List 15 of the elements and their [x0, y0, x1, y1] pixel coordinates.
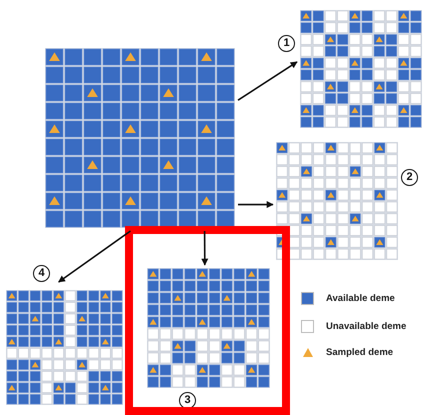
arrow: [238, 201, 274, 208]
legend-label: Sampled deme: [326, 347, 394, 358]
legend-label: Unavailable deme: [326, 321, 406, 332]
arrow: [238, 61, 298, 101]
arrow: [201, 231, 208, 266]
circled-number: 1: [278, 35, 295, 52]
legend-label: Available deme: [326, 293, 395, 304]
grid-drawing: [45, 48, 235, 228]
grid-drawing: [276, 142, 398, 260]
grid-drawing: [300, 10, 422, 128]
circled-number: 3: [179, 392, 196, 409]
grid-drawing: [6, 290, 123, 405]
circled-number: 2: [401, 169, 418, 186]
grid-drawing: [147, 268, 270, 388]
circled-number: 4: [33, 265, 50, 282]
